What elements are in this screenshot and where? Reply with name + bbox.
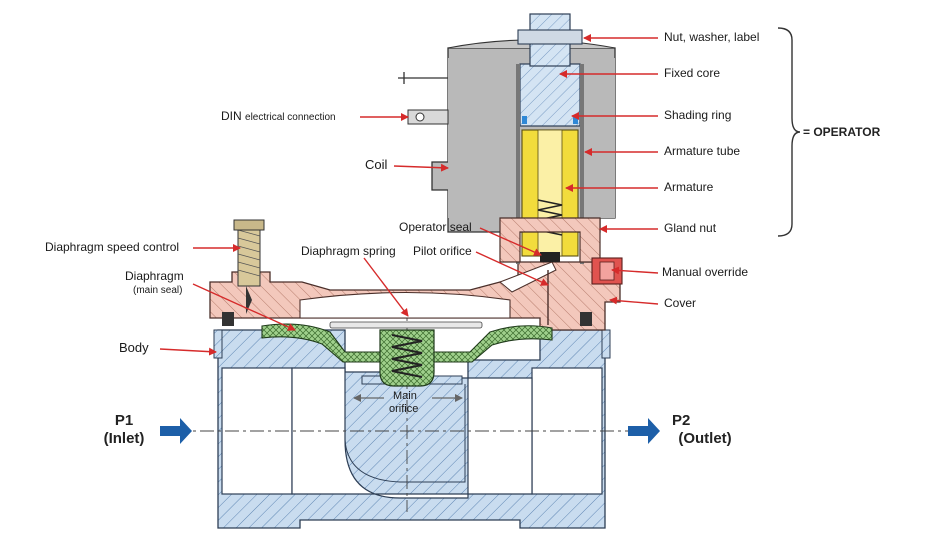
label-main-orifice-2: orifice <box>389 403 419 415</box>
label-operator: = OPERATOR <box>803 125 881 139</box>
label-body: Body <box>119 340 149 355</box>
label-p1-block: P1 (Inlet) <box>96 412 152 448</box>
label-p2-sub: (Outlet) <box>678 430 732 447</box>
label-p2: P2 <box>672 412 691 429</box>
label-fixed-core: Fixed core <box>664 66 721 80</box>
din-connector <box>398 72 449 125</box>
label-manual-override: Manual override <box>662 265 749 279</box>
label-armature-tube: Armature tube <box>664 144 741 158</box>
label-p1: P1 <box>114 412 134 429</box>
label-shading-ring: Shading ring <box>664 108 732 122</box>
speed-control-screw <box>233 219 265 314</box>
label-operator-seal: Operator seal <box>399 220 472 234</box>
label-diaphragm: Diaphragm <box>125 269 184 283</box>
label-diaphragm-sub: (main seal) <box>133 285 183 296</box>
label-gland-nut: Gland nut <box>664 221 717 235</box>
flow-arrows <box>160 418 660 444</box>
leader-lines <box>159 34 659 356</box>
inlet-arrow <box>160 418 192 444</box>
label-din: DIN electrical connection <box>221 110 336 123</box>
label-pilot-orifice: Pilot orifice <box>413 244 472 258</box>
label-din-prefix: DIN <box>221 109 242 123</box>
label-din-suffix: electrical connection <box>245 112 336 123</box>
label-cover: Cover <box>664 296 697 310</box>
label-coil: Coil <box>365 157 388 172</box>
manual-override <box>591 257 623 285</box>
operator-brace <box>777 27 801 237</box>
label-p1-sub: (Inlet) <box>103 430 145 447</box>
label-diaphragm-spring: Diaphragm spring <box>301 244 396 258</box>
label-diaphragm-speed-control: Diaphragm speed control <box>45 240 180 254</box>
label-p2-block: P2 (Outlet) <box>672 412 738 448</box>
outlet-arrow <box>628 418 660 444</box>
diaphragm <box>261 321 553 387</box>
label-nut-washer-label: Nut, washer, label <box>664 30 760 44</box>
label-main-orifice-1: Main <box>393 390 417 402</box>
label-armature: Armature <box>664 180 714 194</box>
